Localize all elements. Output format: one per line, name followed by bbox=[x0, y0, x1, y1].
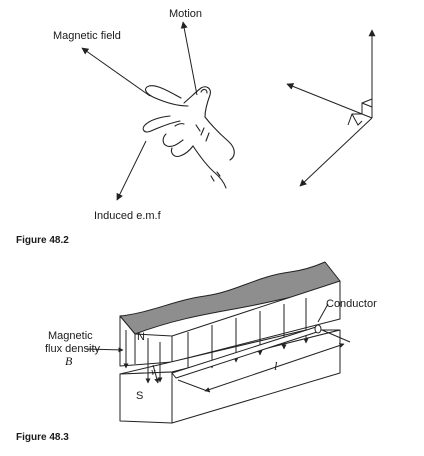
length-label: l bbox=[274, 359, 278, 373]
velocity-label: v bbox=[151, 367, 156, 378]
motion-label: Motion bbox=[169, 8, 203, 20]
diagonal-axis-arrow bbox=[299, 117, 373, 187]
right-hand-rule-diagram bbox=[81, 21, 376, 201]
north-pole-label: N bbox=[137, 331, 145, 343]
motion-arrow bbox=[180, 21, 198, 96]
conductor-leader bbox=[317, 303, 329, 323]
flux-density-symbol: B bbox=[65, 354, 73, 368]
perpendicular-axes bbox=[286, 29, 376, 187]
induced-emf-label: Induced e.m.f bbox=[94, 210, 161, 222]
length-dimension bbox=[177, 329, 351, 393]
conductor-field-diagram bbox=[85, 261, 351, 424]
south-pole-front-face bbox=[119, 371, 173, 424]
north-pole-side-face bbox=[171, 280, 341, 363]
flux-density-label-line1: Magnetic bbox=[48, 330, 93, 342]
conductor-label: Conductor bbox=[326, 298, 377, 310]
magnetic-field-arrow bbox=[81, 47, 151, 97]
flux-density-label-line2: flux density bbox=[45, 343, 101, 355]
right-hand-illustration bbox=[142, 85, 235, 189]
figure-48-3-caption: Figure 48.3 bbox=[16, 432, 69, 443]
figure-48-2-caption: Figure 48.2 bbox=[16, 235, 69, 246]
velocity-arrow bbox=[152, 364, 160, 384]
south-pole-label: S bbox=[136, 390, 144, 402]
north-pole-top-face bbox=[119, 261, 341, 335]
flux-density-leader bbox=[85, 347, 124, 353]
induced-emf-arrow bbox=[116, 140, 147, 201]
left-axis-arrow bbox=[286, 83, 373, 119]
magnetic-field-label: Magnetic field bbox=[53, 30, 121, 42]
